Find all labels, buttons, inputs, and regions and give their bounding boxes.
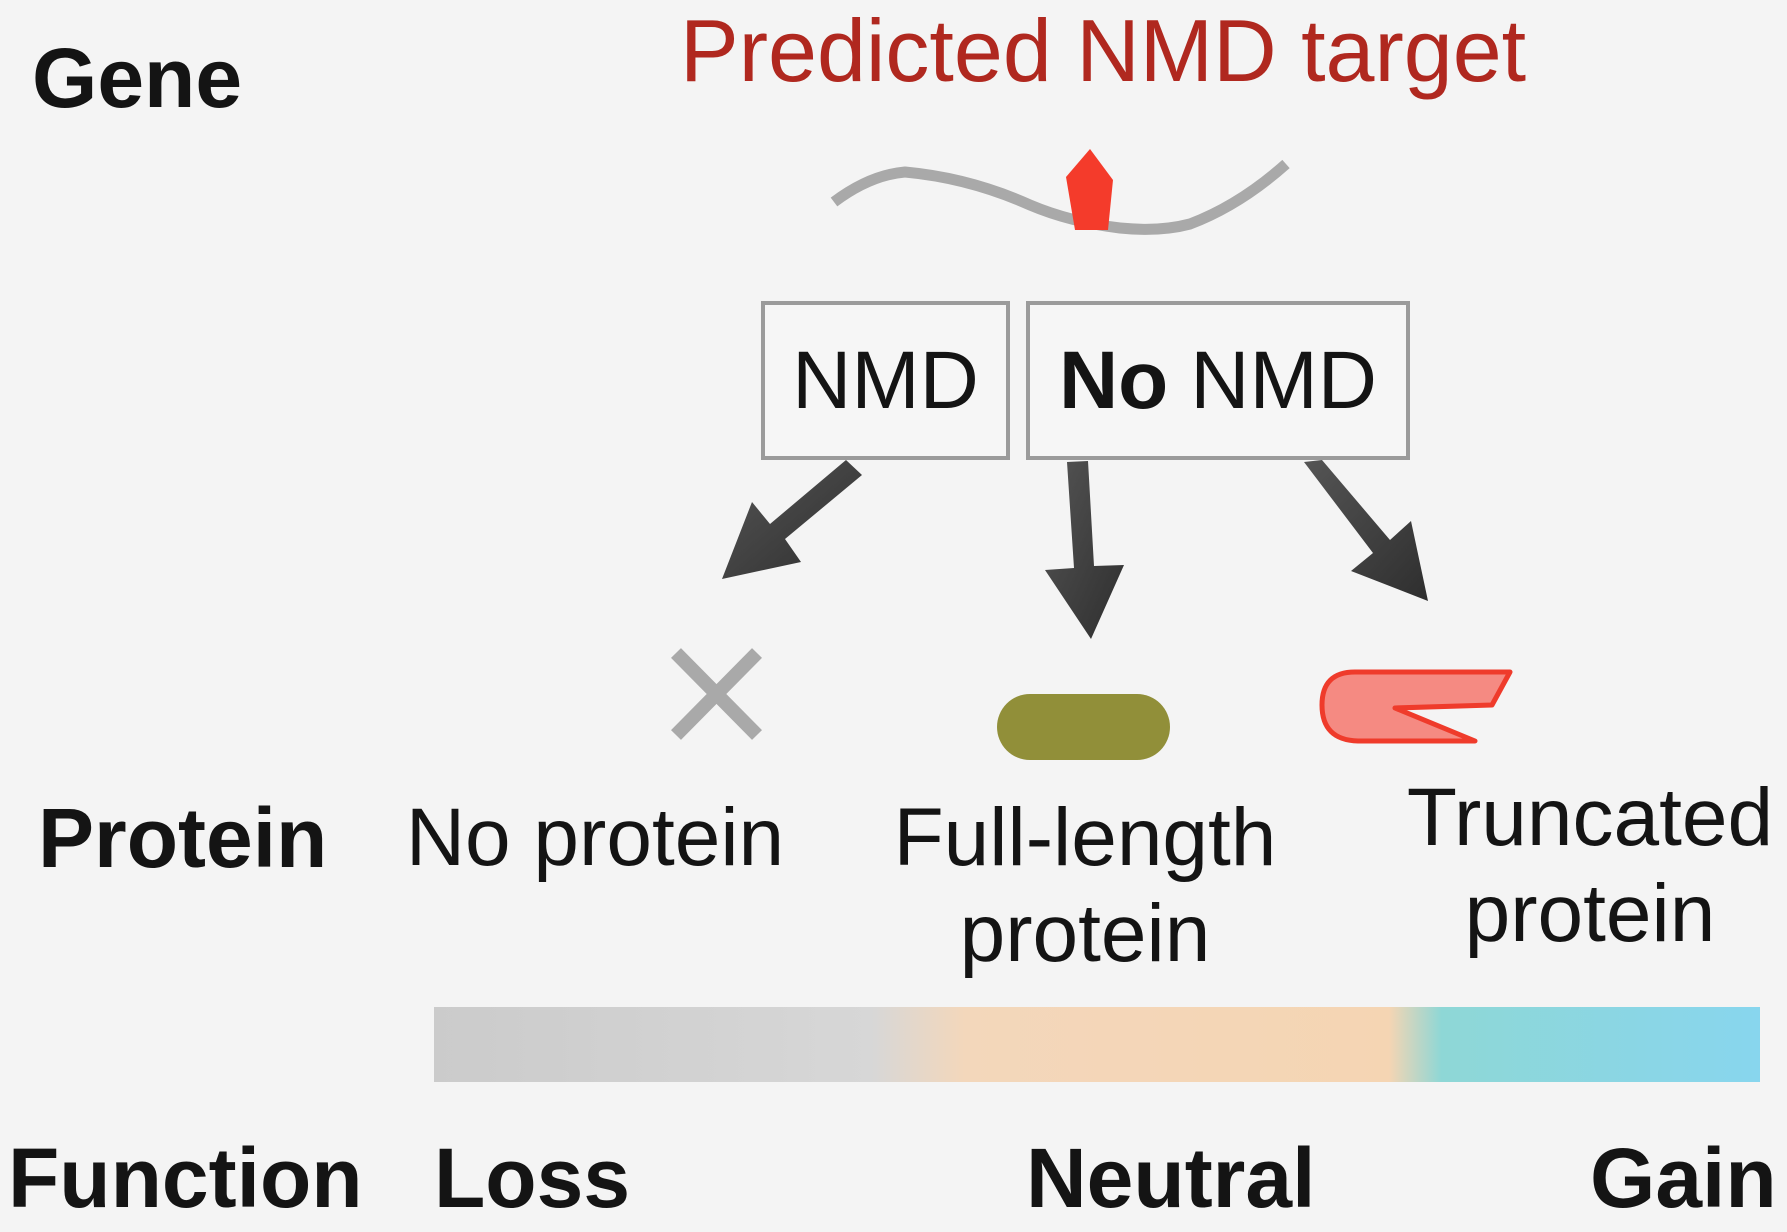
outcome-truncated: Truncated protein — [1380, 770, 1787, 962]
outcome-full-length-line1: Full-length — [893, 792, 1277, 883]
pill-protein-icon — [997, 694, 1170, 760]
truncated-protein-icon — [1319, 669, 1513, 744]
function-loss-label: Loss — [434, 1131, 631, 1225]
no-nmd-box-label: NMD — [1190, 334, 1378, 426]
nmd-box: NMD — [761, 301, 1010, 460]
outcome-truncated-line1: Truncated — [1406, 772, 1774, 863]
row-label-function: Function — [8, 1131, 363, 1225]
gene-transcript-line — [830, 159, 1290, 235]
nmd-box-label: NMD — [792, 334, 979, 426]
arrow-no-nmd-to-full-length — [1045, 461, 1124, 639]
no-nmd-box: No NMD — [1026, 301, 1410, 460]
no-nmd-box-label-bold: No — [1058, 334, 1169, 426]
arrow-no-nmd-to-truncated — [1304, 460, 1428, 601]
function-neutral-label: Neutral — [1026, 1131, 1316, 1225]
diagram-title: Predicted NMD target — [680, 1, 1527, 100]
outcome-full-length-line2: protein — [959, 888, 1211, 979]
stop-marker-icon — [1066, 149, 1113, 230]
x-mark-icon — [671, 648, 762, 740]
outcome-no-protein: No protein — [385, 790, 805, 886]
function-gain-label: Gain — [1590, 1131, 1777, 1225]
arrow-nmd-to-no-protein — [722, 460, 862, 579]
outcome-no-protein-text: No protein — [405, 792, 785, 883]
function-gradient-bar — [434, 1007, 1760, 1082]
row-label-gene: Gene — [32, 31, 243, 125]
outcome-truncated-line2: protein — [1464, 868, 1716, 959]
outcome-full-length: Full-length protein — [860, 790, 1310, 982]
row-label-protein: Protein — [38, 791, 328, 885]
